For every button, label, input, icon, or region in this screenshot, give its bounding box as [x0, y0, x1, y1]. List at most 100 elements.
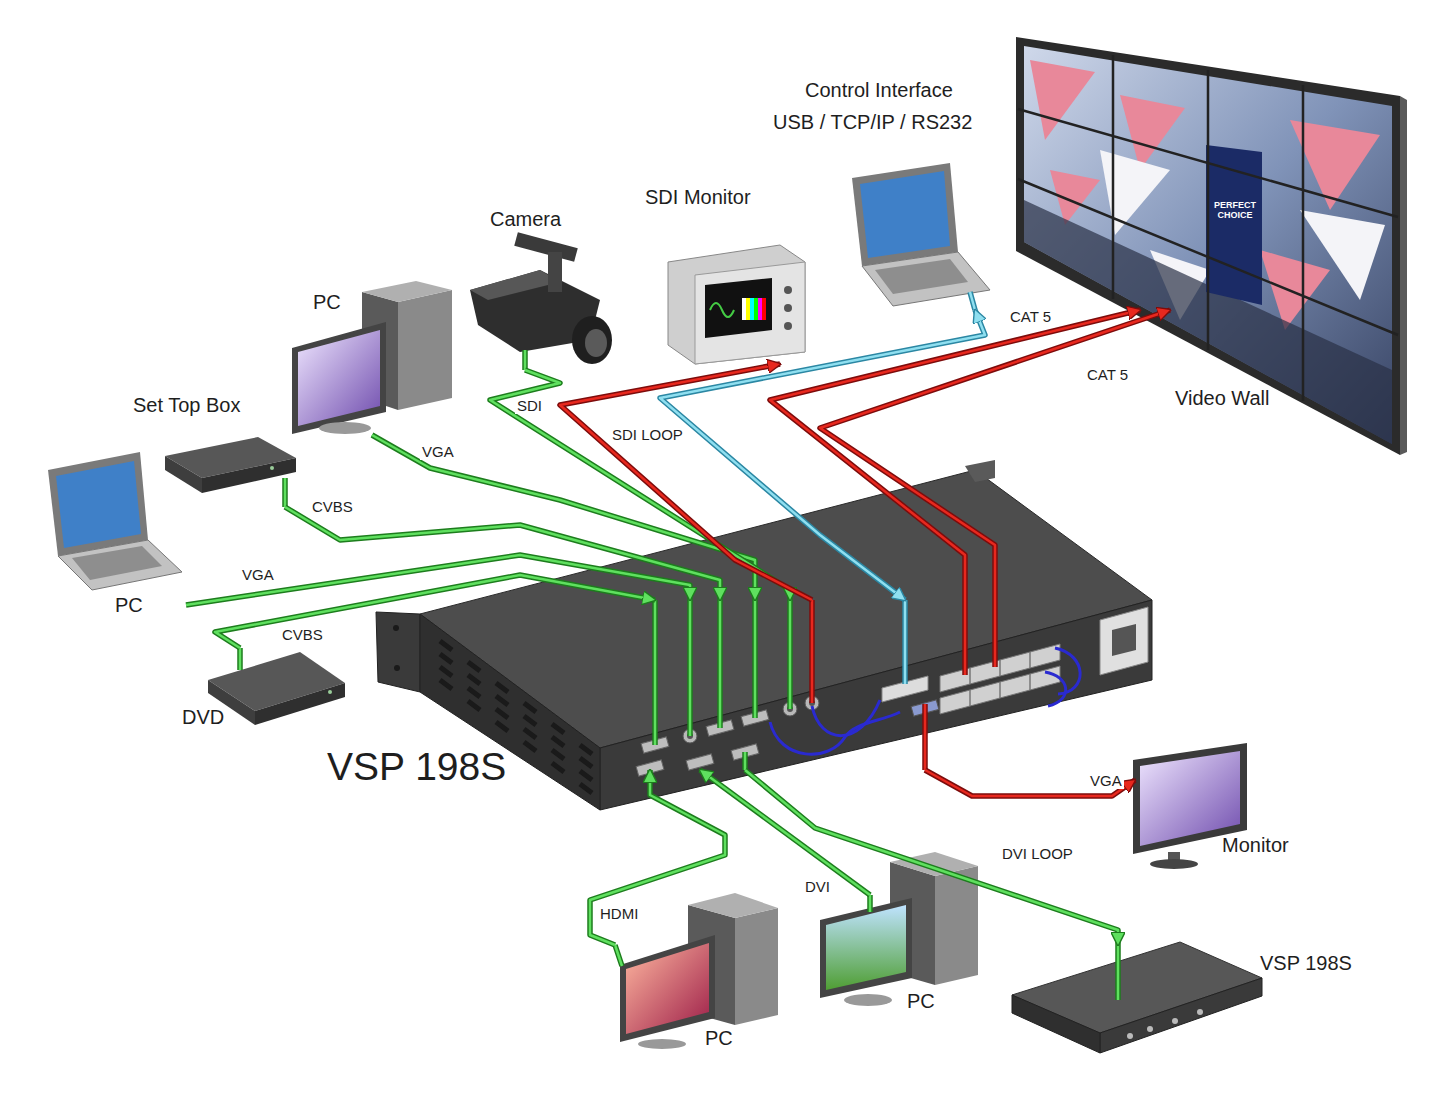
cable-stub: [240, 350, 1118, 1000]
edge-label-anchor: VGA: [420, 443, 456, 460]
signal-label: VGA: [1088, 772, 1124, 789]
cable-connector-group: [820, 310, 1170, 600]
camera: Camera: [462, 208, 617, 370]
camera-figure: [548, 252, 562, 292]
sdi-monitor-figure: [784, 286, 792, 294]
sdi-monitor-figure: [758, 298, 762, 320]
label-anchor: USB / TCP/IP / RS232: [773, 111, 972, 134]
pc-laptop: PC: [38, 450, 186, 620]
camera-figure: [470, 232, 612, 364]
set-top-box-figure: [165, 437, 296, 493]
pc-figure: [620, 935, 715, 1042]
camera-figure: [514, 232, 578, 262]
cable-casing: [215, 575, 655, 648]
cable-connector: [745, 770, 1118, 945]
sdi-monitor-figure: [742, 298, 746, 320]
sdi-monitor-figure: [746, 298, 750, 320]
label-anchor: PC: [705, 1027, 733, 1050]
label-anchor: VSP 198S: [327, 745, 506, 790]
sdi-monitor-figure: [695, 262, 805, 364]
laptop-figure: [58, 540, 182, 590]
edge-label-anchor: HDMI: [598, 905, 640, 922]
cable-casing: [745, 770, 1118, 945]
device-label: USB / TCP/IP / RS232: [773, 111, 972, 134]
label-anchor: PC: [907, 990, 935, 1013]
cable-connector-group: [770, 310, 1140, 600]
processor-figure: [1012, 942, 1262, 1053]
cable-casing: [660, 310, 985, 600]
sdi-monitor-figure: [784, 322, 792, 330]
set-top-box-figure: [165, 456, 202, 493]
pc-figure: [362, 281, 452, 302]
processor-chassis: [812, 700, 880, 736]
signal-label: CAT 5: [1085, 366, 1130, 383]
cable-connector-group: [745, 770, 1118, 945]
pc-figure: [688, 893, 778, 918]
processor-chassis: [970, 652, 1030, 706]
signal-label: SDI: [515, 397, 544, 414]
video-wall-figure: [1300, 210, 1385, 300]
set-top-box-figure: [270, 466, 274, 470]
control-laptop: Control InterfaceUSB / TCP/IP / RS232: [765, 78, 990, 310]
connector-group: [186, 310, 1170, 945]
device-label: Set Top Box: [133, 394, 240, 417]
video-wall-figure: [1206, 145, 1262, 305]
set-top-box: Set Top Box: [130, 392, 300, 507]
pc-figure: [319, 422, 371, 434]
cable-connector-group: [660, 310, 985, 600]
cable-stub: [240, 292, 1118, 1000]
signal-label: CVBS: [280, 626, 325, 643]
dvd-figure: [255, 683, 345, 725]
sdi-monitor-figure: [762, 298, 766, 320]
cable-connector: [590, 770, 725, 945]
cable-casing: [590, 770, 725, 945]
signal-label: DVI: [803, 878, 832, 895]
edge-label-anchor: CAT 5: [1008, 308, 1053, 325]
processor-chassis: [394, 665, 400, 671]
laptop-figure: [875, 259, 968, 294]
pc-figure: [826, 905, 906, 990]
cable-connector-group: [285, 507, 720, 600]
device-label: Control Interface: [805, 79, 953, 102]
cable-connector: [186, 555, 690, 605]
device-label: Monitor: [1222, 834, 1289, 857]
video-wall-figure: [1016, 37, 1400, 455]
laptop-figure: [48, 452, 182, 590]
cable-connector-group: [925, 770, 1135, 796]
video-wall-figure: [1100, 150, 1170, 235]
signal-label: VGA: [420, 443, 456, 460]
edge-label-anchor: CAT 5: [1085, 366, 1130, 383]
pc-figure: [292, 322, 386, 434]
processor-chassis: [1055, 648, 1080, 694]
edge-label-anchor: VGA: [240, 566, 276, 583]
video-processor: VSP 198S: [1012, 945, 1357, 1057]
cable-connector-group: [215, 575, 655, 648]
camera-figure: [585, 329, 607, 357]
monitor-figure: [1150, 859, 1198, 869]
device-label: Video Wall: [1175, 387, 1270, 410]
processor-figure: [1100, 978, 1262, 1053]
dvd-figure: [328, 690, 332, 694]
device-label: PC: [115, 594, 143, 617]
dvd-player: DVD: [178, 648, 348, 730]
processor-chassis: [1045, 672, 1066, 706]
cable-casing: [770, 310, 1140, 600]
cable-connector-group: [590, 770, 725, 945]
label-anchor: VSP 198S: [1260, 952, 1352, 975]
processor-figure: [1012, 995, 1100, 1053]
laptop-figure: [48, 452, 148, 556]
video-wall-figure: [1018, 55, 1398, 401]
monitor: Monitor: [1135, 742, 1300, 867]
processor-chassis: [965, 460, 995, 482]
video-wall-figure: [1400, 96, 1407, 455]
device-label: Camera: [490, 208, 561, 231]
edge-label-anchor: SDI LOOP: [610, 426, 685, 443]
laptop-figure: [852, 163, 958, 266]
edge-label-anchor: SDI: [515, 397, 544, 414]
label-anchor: SDI Monitor: [645, 186, 751, 209]
device-label: PC: [705, 1027, 733, 1050]
screen-sign: PERFECT CHOICE: [1210, 200, 1260, 222]
